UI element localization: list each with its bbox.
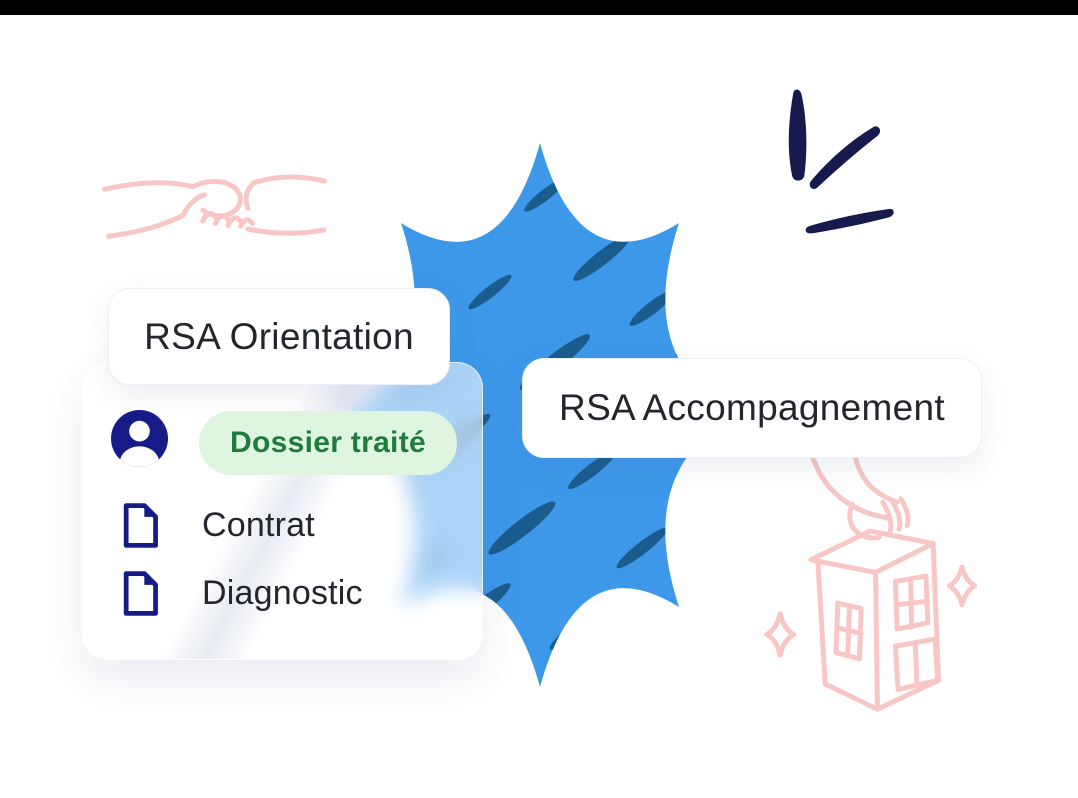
rsa-accompagnement-title: RSA Accompagnement <box>559 387 945 428</box>
handshake-icon <box>101 174 328 239</box>
rsa-orientation-card: RSA Orientation <box>108 288 450 385</box>
status-badge-label: Dossier traité <box>230 426 426 459</box>
house-icon <box>764 450 978 712</box>
document-row: Diagnostic <box>120 571 363 616</box>
rsa-accompagnement-card: RSA Accompagnement <box>522 358 982 458</box>
sparkle-icon <box>764 611 797 658</box>
document-label: Diagnostic <box>202 574 363 612</box>
document-row: Contrat <box>120 503 315 548</box>
person-icon <box>111 410 168 467</box>
document-label: Contrat <box>202 506 315 544</box>
document-icon <box>123 571 158 616</box>
sparkle-icon <box>946 564 978 608</box>
status-badge: Dossier traité <box>199 411 457 475</box>
emphasis-burst-icon <box>788 89 894 234</box>
top-black-bar <box>0 0 1078 15</box>
document-icon <box>123 503 158 548</box>
rsa-orientation-title: RSA Orientation <box>144 315 414 357</box>
